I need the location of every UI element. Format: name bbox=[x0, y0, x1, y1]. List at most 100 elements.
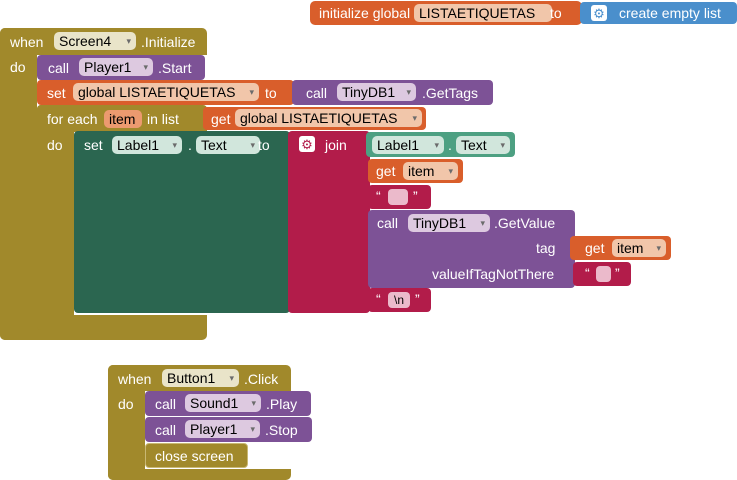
start-method-label: .Start bbox=[158, 60, 192, 76]
for-each-label: for each bbox=[47, 111, 98, 127]
string-value-text: \n bbox=[393, 293, 404, 307]
player1-dropdown[interactable]: Player1▾ bbox=[185, 420, 260, 438]
global-name-field[interactable]: LISTAETIQUETAS bbox=[414, 4, 552, 22]
chevron-down-icon: ▾ bbox=[500, 140, 505, 150]
string-value-field[interactable] bbox=[596, 266, 611, 282]
getvalue-method-label: .GetValue bbox=[494, 215, 556, 231]
button1-dropdown[interactable]: Button1 ▾ bbox=[162, 369, 239, 387]
gear-icon[interactable]: ⚙ bbox=[591, 5, 607, 21]
when-label: when bbox=[118, 371, 152, 387]
create-empty-list-block[interactable]: ⚙ create empty list bbox=[580, 2, 737, 24]
for-each-footer bbox=[37, 315, 207, 330]
button-click-event[interactable]: when Button1 ▾ .Click do bbox=[108, 365, 291, 480]
newline-string-block[interactable]: “ \n ” bbox=[368, 288, 431, 312]
text-property-dropdown[interactable]: Text▾ bbox=[196, 136, 260, 154]
screen-initialize-event[interactable]: when Screen4▾ .Initialize do bbox=[0, 28, 207, 340]
sound1-text: Sound1 bbox=[190, 395, 239, 411]
item-var-dropdown[interactable]: item▾ bbox=[612, 239, 666, 257]
initialize-label: .Initialize bbox=[141, 34, 196, 50]
tinydb-dropdown[interactable]: TinyDB1 ▾ bbox=[408, 214, 490, 232]
close-screen-block[interactable]: close screen bbox=[145, 443, 248, 468]
quote-open: “ bbox=[585, 265, 590, 281]
tinydb-text: TinyDB1 bbox=[413, 215, 467, 231]
label1-dropdown[interactable]: Label1▾ bbox=[112, 136, 182, 154]
label1-text: Label1 bbox=[377, 137, 420, 153]
init-to-label: to bbox=[550, 5, 562, 21]
quote-close: ” bbox=[415, 291, 420, 307]
item-var-field[interactable]: item bbox=[104, 110, 142, 128]
call-label: call bbox=[48, 60, 70, 76]
call-player1-stop-block[interactable]: call Player1▾ .Stop bbox=[145, 417, 312, 442]
string-value-field[interactable] bbox=[388, 189, 408, 205]
item-var-dropdown[interactable]: item ▾ bbox=[403, 162, 458, 180]
player1-text: Player1 bbox=[190, 421, 238, 437]
call-player1-start-block[interactable]: call Player1▾ .Start bbox=[37, 55, 205, 80]
not-there-string-block[interactable]: “ ” bbox=[573, 262, 631, 286]
get-item-block[interactable]: get item▾ bbox=[368, 159, 463, 183]
label1-text-getter-block[interactable]: Label1▾ . Text▾ bbox=[366, 132, 515, 157]
item-var-text: item bbox=[109, 111, 136, 127]
chevron-down-icon: ▾ bbox=[412, 113, 417, 123]
player1-dropdown[interactable]: Player1▾ bbox=[79, 58, 153, 76]
get-global-list-block[interactable]: get global LISTAETIQUETAS▾ bbox=[203, 107, 426, 130]
set-global-var-dropdown[interactable]: global LISTAETIQUETAS▾ bbox=[73, 83, 259, 101]
for-each-do-label: do bbox=[47, 137, 63, 153]
chevron-down-icon: ▾ bbox=[229, 373, 234, 383]
sound1-dropdown[interactable]: Sound1▾ bbox=[185, 394, 261, 412]
in-list-label: in list bbox=[147, 111, 179, 127]
chevron-down-icon: ▾ bbox=[448, 166, 453, 176]
call-label: call bbox=[377, 215, 399, 231]
call-label: call bbox=[155, 396, 177, 412]
set-label-text-block[interactable]: set Label1▾ . Text▾ to bbox=[74, 131, 290, 313]
get-label: get bbox=[585, 240, 605, 256]
tinydb-dropdown[interactable]: TinyDB1▾ bbox=[337, 83, 416, 101]
dot-label: . bbox=[188, 137, 192, 153]
screen-component-dropdown[interactable]: Screen4▾ bbox=[54, 32, 136, 50]
gear-icon[interactable]: ⚙ bbox=[299, 136, 315, 152]
get-label: get bbox=[211, 111, 231, 127]
do-label: do bbox=[118, 396, 134, 412]
quote-close: ” bbox=[413, 188, 418, 204]
empty-string-block[interactable]: “ ” bbox=[368, 185, 431, 209]
call-tinydb-getvalue-block[interactable]: call TinyDB1 ▾ .GetValue tag valueIfTagNo… bbox=[368, 210, 575, 288]
quote-close: ” bbox=[615, 265, 620, 281]
gettags-method-label: .GetTags bbox=[422, 85, 479, 101]
create-empty-list-label: create empty list bbox=[619, 5, 721, 21]
set-to-label: to bbox=[258, 137, 270, 153]
chevron-down-icon: ▾ bbox=[480, 218, 485, 228]
click-label: .Click bbox=[244, 371, 279, 387]
global-name-text: LISTAETIQUETAS bbox=[419, 5, 536, 21]
set-global-block[interactable]: set global LISTAETIQUETAS▾ to bbox=[37, 80, 294, 105]
button1-text: Button1 bbox=[167, 370, 216, 386]
chevron-down-icon: ▾ bbox=[143, 62, 148, 72]
join-block[interactable]: ⚙ join bbox=[288, 131, 370, 313]
item-var-text: item bbox=[408, 163, 435, 179]
set-label: set bbox=[84, 137, 103, 153]
call-label: call bbox=[306, 85, 328, 101]
for-each-block[interactable]: for each item in list do bbox=[37, 105, 207, 330]
set-to-label: to bbox=[265, 85, 277, 101]
text-property-text: Text bbox=[201, 137, 227, 153]
text-property-dropdown[interactable]: Text▾ bbox=[456, 136, 510, 154]
chevron-down-icon: ▾ bbox=[126, 36, 131, 46]
label1-text: Label1 bbox=[117, 137, 160, 153]
get-item-tag-block[interactable]: get item▾ bbox=[570, 236, 671, 260]
call-label: call bbox=[155, 422, 177, 438]
item-var-text: item bbox=[617, 240, 644, 256]
tag-label: tag bbox=[536, 240, 556, 256]
chevron-down-icon: ▾ bbox=[406, 87, 411, 97]
label1-dropdown[interactable]: Label1▾ bbox=[372, 136, 444, 154]
event-left-arm bbox=[108, 365, 145, 480]
chevron-down-icon: ▾ bbox=[249, 87, 254, 97]
string-value-field[interactable]: \n bbox=[388, 292, 410, 308]
event-left-arm bbox=[0, 28, 37, 340]
quote-open: “ bbox=[376, 291, 381, 307]
quote-open: “ bbox=[376, 188, 381, 204]
close-screen-label: close screen bbox=[155, 448, 234, 464]
initialize-global-block[interactable]: initialize global LISTAETIQUETAS to bbox=[310, 1, 582, 25]
dot-label: . bbox=[448, 137, 452, 153]
call-sound1-play-block[interactable]: call Sound1▾ .Play bbox=[145, 391, 311, 416]
list-var-dropdown[interactable]: global LISTAETIQUETAS▾ bbox=[235, 109, 422, 127]
value-if-not-there-label: valueIfTagNotThere bbox=[432, 266, 555, 282]
call-tinydb-gettags-block[interactable]: call TinyDB1▾ .GetTags bbox=[292, 80, 493, 105]
